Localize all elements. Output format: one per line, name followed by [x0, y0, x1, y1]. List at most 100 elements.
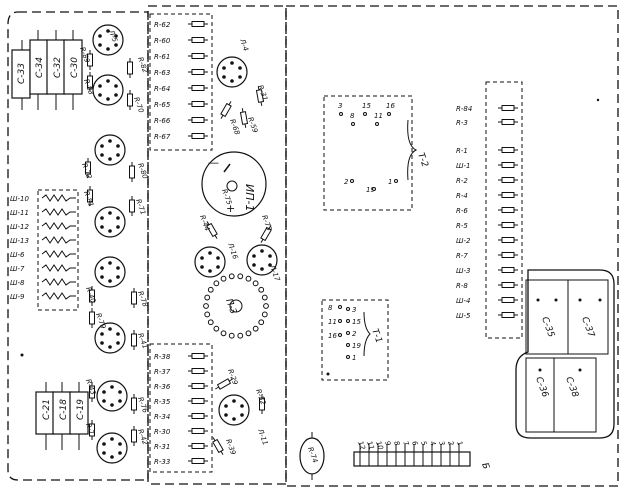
meter-plus: +	[226, 202, 235, 215]
res-r29: R-29	[213, 368, 239, 392]
resistor-symbol	[187, 353, 209, 359]
resistor-symbol	[497, 207, 519, 213]
coil-4: Ш-13	[10, 236, 76, 245]
resistor-label: R-34	[154, 413, 170, 421]
resistor-symbol	[187, 368, 209, 374]
tube-l4: Л-4	[216, 37, 250, 88]
t1-pin-label: 15	[352, 318, 361, 326]
resistor-label: R-64	[154, 85, 170, 93]
switch-contact	[245, 330, 252, 337]
switch-contact	[261, 294, 268, 301]
resistor-label: R-33	[154, 458, 170, 466]
resistor-symbol	[187, 53, 209, 59]
column-row: R-5	[456, 222, 519, 230]
c35-label: С-35	[539, 316, 556, 339]
coil-3: Ш-12	[10, 222, 76, 231]
resistor-symbol	[187, 101, 209, 107]
switch-p3: П-3	[203, 273, 269, 339]
resistor-symbol	[187, 398, 209, 404]
tube-top-left-2	[92, 74, 124, 106]
switch-contact	[228, 332, 235, 339]
t1-pin-label: 11	[328, 318, 337, 326]
resistor-symbol	[497, 162, 519, 168]
terminal-number: 2	[446, 440, 455, 447]
svg-text:С-18: С-18	[59, 399, 69, 420]
resistor-label: R-63	[154, 69, 170, 77]
svg-text:R-73: R-73	[260, 214, 273, 232]
tube-left-bottom2	[96, 432, 128, 464]
column-label: R-8	[456, 282, 468, 290]
resistor-symbol	[187, 133, 209, 139]
coil-label: Ш-11	[10, 209, 29, 217]
resistor-symbol	[497, 192, 519, 198]
switch-contact	[245, 275, 252, 282]
coil-label: Ш-8	[10, 279, 25, 287]
switch-contact	[204, 294, 211, 301]
tube-l17: Л-17	[246, 244, 282, 283]
resistor-column: R-84R-3R-1Ш-1R-2R-4R-6R-5Ш-2R-7Ш-3R-8Ш-4…	[456, 81, 523, 339]
column-row: R-4	[456, 192, 519, 200]
resistor-label: R-67	[154, 133, 171, 141]
t1-pin-label: 3	[352, 306, 356, 314]
column-label: Ш-1	[456, 162, 470, 170]
switch-contact	[213, 325, 220, 332]
column-label: R-5	[456, 222, 468, 230]
column-row: Ш-5	[456, 312, 519, 320]
coil-label: Ш-9	[10, 293, 25, 301]
svg-text:R-32: R-32	[254, 388, 267, 407]
frame-left	[7, 11, 149, 481]
capacitor-c34: С-34	[29, 30, 49, 110]
coil-6: Ш-7	[10, 264, 76, 273]
svg-text:R-83: R-83	[82, 78, 95, 96]
resistor-symbol	[497, 177, 519, 183]
resistor-label: R-60	[154, 37, 171, 45]
resistor-label: R-65	[154, 101, 171, 109]
column-row: R-8	[456, 282, 519, 290]
svg-text:R-71: R-71	[134, 198, 147, 216]
column-row: R-1	[456, 147, 519, 155]
capacitor-block-top: С-33 С-34 С-32 С-30	[11, 30, 83, 110]
dot	[20, 353, 24, 357]
dot	[326, 372, 330, 376]
resistor-symbol	[497, 222, 519, 228]
column-label: Ш-3	[456, 267, 470, 275]
svg-text:R-79: R-79	[94, 312, 107, 331]
resistor-row: R-63	[154, 69, 209, 77]
dot	[596, 98, 600, 102]
tube-left-mid1	[94, 134, 126, 166]
svg-text:R-72: R-72	[80, 162, 93, 181]
capacitor-c19: С-19	[69, 382, 89, 450]
resistor-group-bottom: R-38R-37R-36R-35R-34R-30R-31R-33	[149, 343, 213, 473]
c30-label: С-30	[70, 57, 80, 78]
resistor-symbol	[187, 443, 209, 449]
column-label: R-3	[456, 119, 468, 127]
svg-text:R-68: R-68	[228, 118, 241, 137]
resistor-row: R-60	[154, 37, 209, 45]
column-row: R-84	[456, 105, 519, 113]
resistor-row: R-34	[154, 413, 209, 421]
svg-text:С-19: С-19	[76, 399, 86, 420]
switch-contact	[207, 319, 214, 326]
coil-1: Ш-10	[10, 194, 76, 203]
column-row: Ш-3	[456, 267, 519, 275]
coil-label: Ш-12	[10, 223, 29, 231]
switch-contact	[237, 273, 244, 280]
resistor-row: R-66	[154, 117, 209, 125]
svg-text:R-70: R-70	[132, 96, 145, 115]
resistor-row: R-31	[154, 443, 209, 451]
resistor-row: R-33	[154, 458, 209, 466]
res-r41: R-41	[131, 329, 149, 351]
switch-contact	[258, 286, 265, 293]
meter-label: ИП-1	[243, 184, 256, 211]
c37-label: С-37	[579, 316, 596, 339]
column-label: R-2	[456, 177, 468, 185]
t1-pin-label: 16	[328, 332, 337, 340]
resistor-label: R-61	[154, 53, 170, 61]
terminal-number: 12	[356, 440, 367, 452]
terminal-label: Б	[479, 462, 491, 471]
switch-contact	[220, 275, 227, 282]
svg-text:Л-4: Л-4	[238, 37, 250, 52]
resistor-symbol	[187, 21, 209, 27]
